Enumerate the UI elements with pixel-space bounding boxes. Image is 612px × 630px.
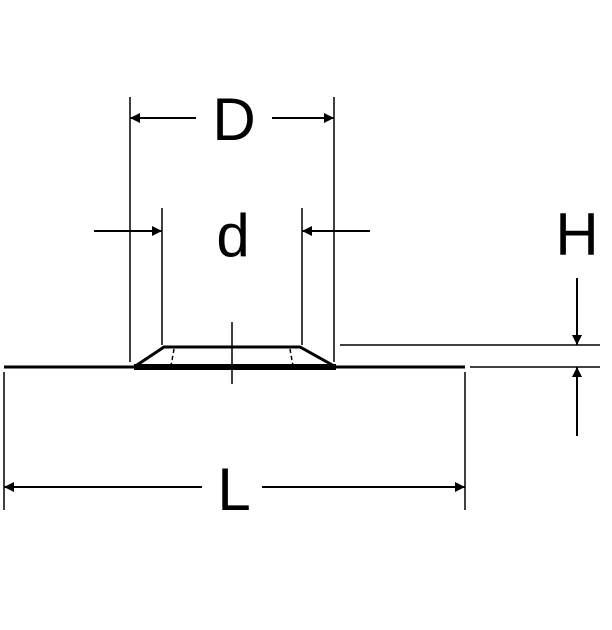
dimension-L: L [4, 456, 465, 523]
dimension-D: D [130, 86, 334, 153]
dimension-H: H [555, 201, 599, 436]
label-d: d [216, 202, 249, 269]
label-D: D [212, 86, 255, 153]
label-L: L [217, 456, 250, 523]
label-H: H [555, 201, 598, 268]
collar-profile [100, 345, 380, 370]
dimension-d: d [94, 202, 370, 269]
extension-lines [3, 97, 600, 510]
